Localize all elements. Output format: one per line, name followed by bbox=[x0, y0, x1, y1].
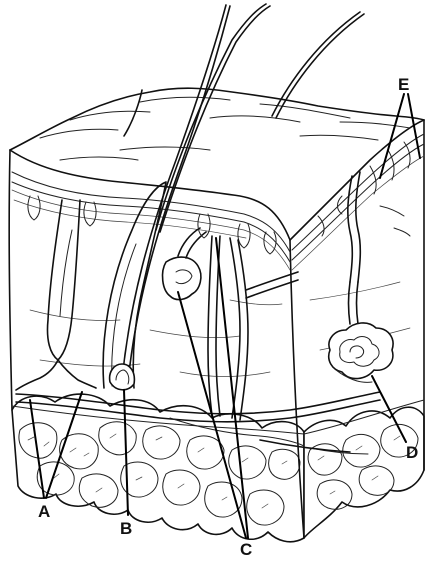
label-d: D bbox=[406, 443, 418, 462]
sweat-gland-duct-left bbox=[16, 200, 96, 390]
hair-shafts bbox=[122, 4, 364, 382]
label-b: B bbox=[120, 519, 132, 538]
label-c: C bbox=[240, 540, 252, 559]
label-e: E bbox=[398, 75, 409, 94]
pointer-e-right bbox=[408, 94, 420, 158]
pointer-e-left bbox=[380, 94, 404, 178]
label-a: A bbox=[38, 502, 50, 521]
sebaceous-gland bbox=[163, 228, 206, 300]
sweat-gland-coil bbox=[329, 282, 393, 382]
